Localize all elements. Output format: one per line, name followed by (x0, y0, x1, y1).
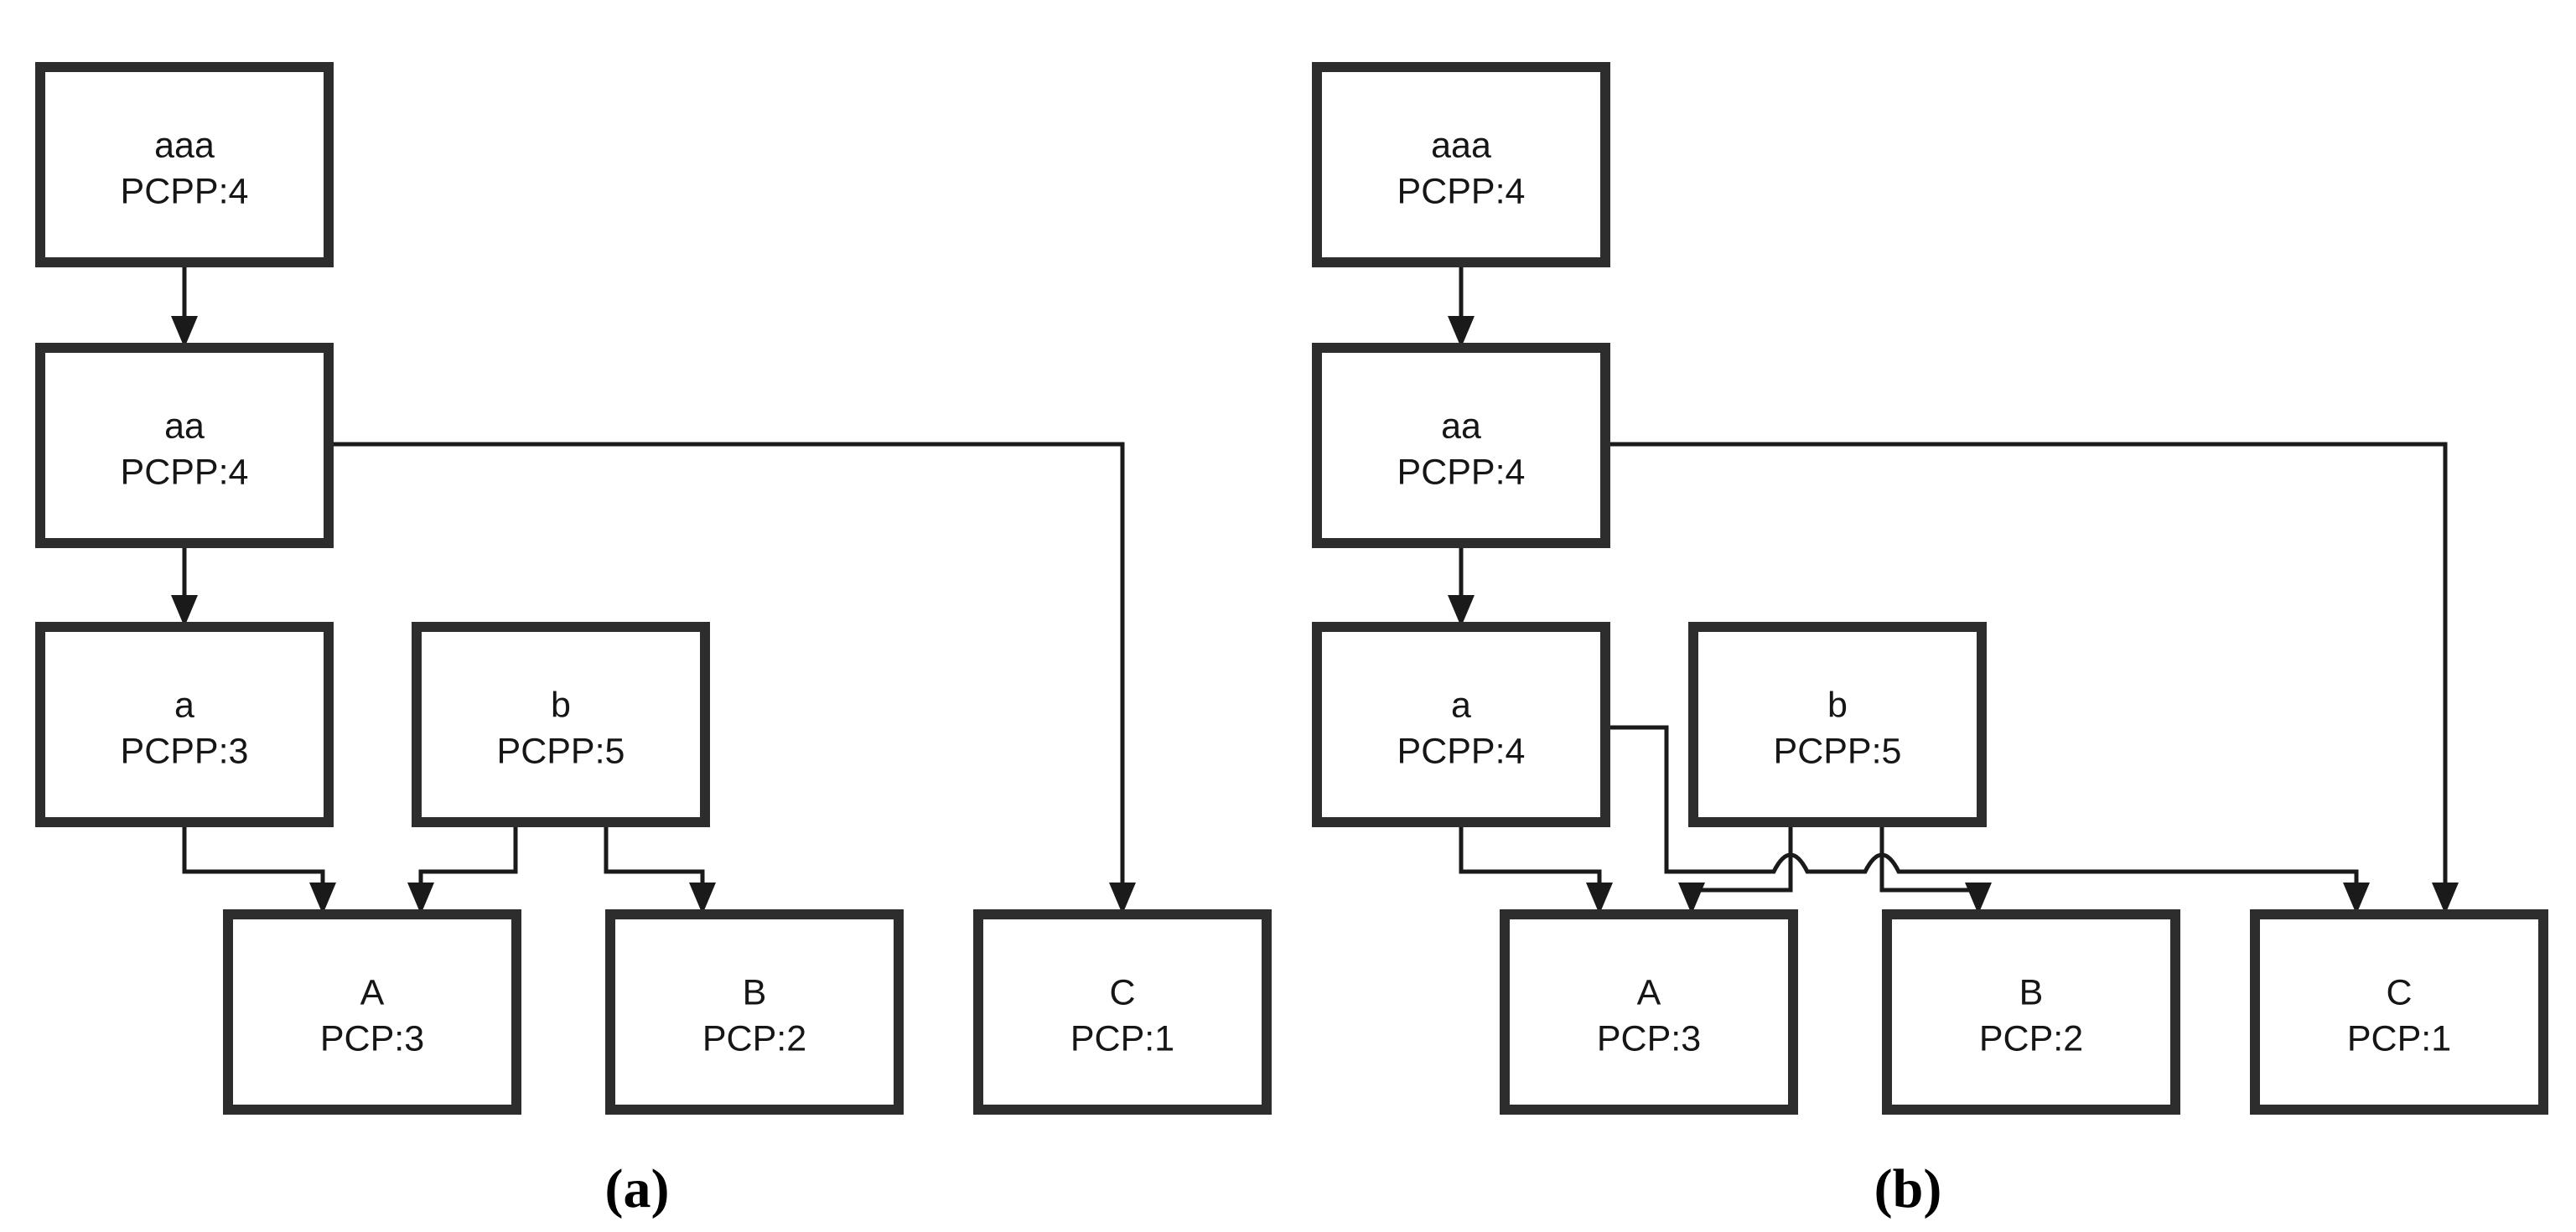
node-value-a-b: PCPP:5 (497, 732, 625, 772)
arrowhead-icon (2432, 883, 2459, 914)
node-box-b-aa (1312, 343, 1610, 548)
node-label-a-A: A (360, 973, 385, 1013)
node-label-a-aaa: aaa (154, 126, 215, 166)
arrowhead-icon (1586, 883, 1613, 914)
caption-a: (a) (605, 1158, 670, 1219)
node-value-b-C: PCP:1 (2347, 1019, 2451, 1059)
arrowhead-icon (171, 316, 198, 348)
node-value-a-aa: PCPP:4 (121, 453, 249, 493)
arrowhead-icon (1448, 316, 1475, 348)
edge-b-to-B (604, 822, 705, 883)
node-value-b-A: PCP:3 (1597, 1019, 1701, 1059)
node-box-b-A (1500, 909, 1798, 1115)
node-box-a-A (223, 909, 521, 1115)
node-label-b-aaa: aaa (1431, 126, 1491, 166)
node-value-a-aaa: PCPP:4 (121, 172, 249, 212)
node-value-a-A: PCP:3 (320, 1019, 424, 1059)
node-value-b-aa: PCPP:4 (1397, 453, 1526, 493)
arrowhead-icon (407, 883, 434, 914)
edge-a-to-A (182, 822, 325, 883)
diagram-b: aaaPCPP:4aaPCPP:4aPCPP:4bPCPP:5APCP:3BPC… (1312, 62, 2548, 1219)
arrowhead-icon (171, 595, 198, 627)
node-box-a-b (412, 622, 710, 827)
node-box-b-a (1312, 622, 1610, 827)
node-label-a-aa: aa (164, 406, 205, 447)
arrowhead-icon (1678, 883, 1705, 914)
node-value-b-b: PCPP:5 (1774, 732, 1902, 772)
arrowhead-icon (689, 883, 716, 914)
caption-b: (b) (1874, 1158, 1942, 1219)
edge-b-to-B (1879, 822, 1981, 893)
node-label-b-C: C (2386, 973, 2412, 1013)
node-box-a-aa (35, 343, 334, 548)
node-value-b-aaa: PCPP:4 (1397, 172, 1526, 212)
edge-a-to-C (1605, 725, 2359, 883)
node-value-a-B: PCP:2 (702, 1019, 806, 1059)
node-box-a-C (973, 909, 1272, 1115)
node-label-b-a: a (1451, 686, 1471, 726)
node-value-b-B: PCP:2 (1979, 1019, 2083, 1059)
node-box-b-aaa (1312, 62, 1610, 267)
edge-aa-to-C (329, 442, 1125, 883)
node-label-b-A: A (1637, 973, 1661, 1013)
node-value-b-a: PCPP:4 (1397, 732, 1526, 772)
node-box-a-aaa (35, 62, 334, 267)
node-box-b-C (2250, 909, 2548, 1115)
node-box-a-B (605, 909, 904, 1115)
node-value-a-C: PCP:1 (1070, 1019, 1174, 1059)
arrowhead-icon (1448, 595, 1475, 627)
diagram-a: aaaPCPP:4aaPCPP:4aPCPP:3bPCPP:5APCP:3BPC… (35, 62, 1272, 1219)
node-label-a-b: b (551, 686, 571, 726)
node-box-a-a (35, 622, 334, 827)
node-label-a-B: B (743, 973, 767, 1013)
node-label-b-aa: aa (1441, 406, 1481, 447)
edge-a-to-A (1459, 822, 1602, 883)
arrowhead-icon (1109, 883, 1136, 914)
edge-b-to-A (418, 822, 518, 883)
edge-b-to-A (1689, 822, 1793, 893)
arrowhead-icon (309, 883, 336, 914)
node-box-b-b (1688, 622, 1987, 827)
node-label-a-C: C (1109, 973, 1135, 1013)
node-label-b-B: B (2019, 973, 2044, 1013)
edge-aa-to-C (1605, 442, 2448, 883)
node-label-a-a: a (174, 686, 194, 726)
node-box-b-B (1882, 909, 2180, 1115)
node-label-b-b: b (1827, 686, 1848, 726)
node-value-a-a: PCPP:3 (121, 732, 249, 772)
arrowhead-icon (1965, 883, 1992, 914)
arrowhead-icon (2343, 883, 2370, 914)
